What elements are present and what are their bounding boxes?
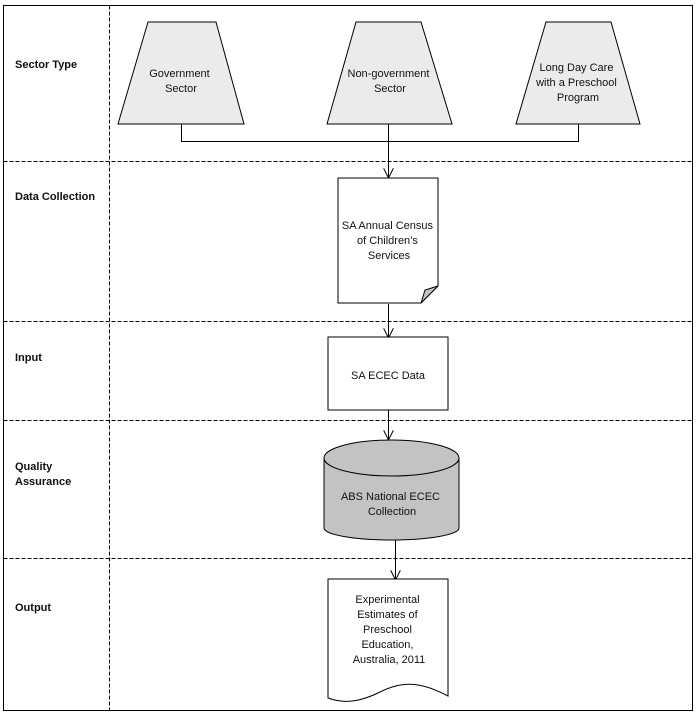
ecec-data-box — [327, 336, 449, 411]
census-label: SA Annual Census of Children’s Services — [342, 220, 436, 262]
abs-collection-label: ABS National ECEC Collection — [341, 491, 443, 518]
government-sector-shape — [117, 21, 245, 125]
estimates-label: Experimental Estimates of Preschool Educ… — [353, 594, 426, 666]
abs-collection-cylinder — [323, 458, 460, 541]
longdaycare-label: Long Day Care with a Preschool Program — [535, 62, 620, 104]
longdaycare-shape — [515, 21, 641, 125]
nongovernment-sector-shape — [326, 21, 453, 125]
lane-label-sector-type: Sector Type — [15, 59, 77, 71]
nongovernment-sector-label: Non-government Sector — [348, 68, 433, 95]
lane-label-data-collection: Data Collection — [15, 191, 95, 203]
ecec-data-label: SA ECEC Data — [351, 370, 426, 382]
lane-label-quality-assurance: Quality Assurance — [15, 461, 71, 488]
census-fold-corner — [420, 285, 439, 304]
abs-collection-cylinder-top — [323, 439, 460, 477]
estimates-document-shape — [327, 578, 449, 702]
connector-longdaycare — [388, 124, 579, 142]
lane-label-input: Input — [15, 352, 42, 364]
government-sector-label: Government Sector — [149, 68, 213, 95]
lane-label-output: Output — [15, 602, 51, 614]
connector-government — [181, 124, 389, 142]
